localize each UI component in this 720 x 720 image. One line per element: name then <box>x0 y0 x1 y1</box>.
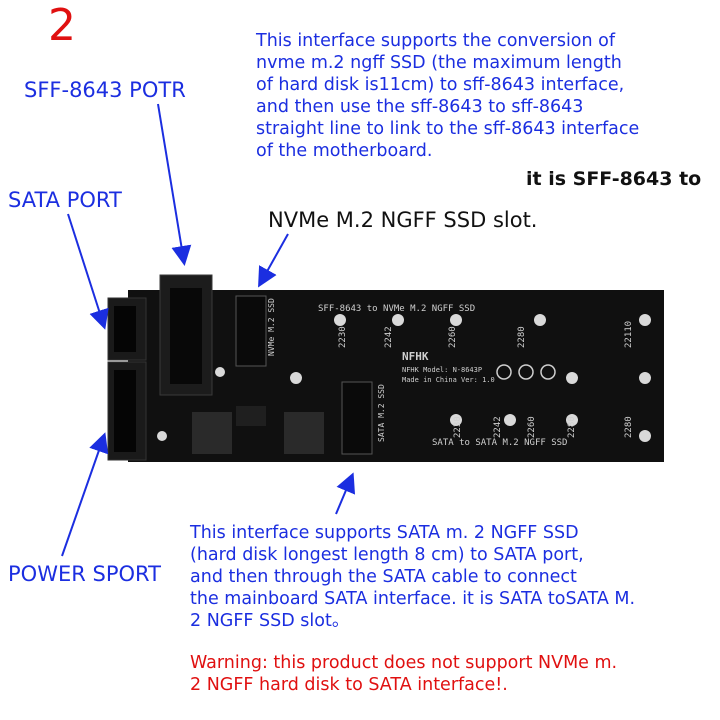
sata-slot-arrow <box>335 472 356 515</box>
description-line: (hard disk longest length 8 cm) to SATA … <box>190 545 584 565</box>
nvme-slot-arrow <box>258 233 289 288</box>
certification-marks <box>496 364 556 380</box>
mounting-holes <box>157 314 651 442</box>
size-mark-2280: 2280 <box>517 326 527 348</box>
size-mark-2260-bottom: 2260 <box>527 416 537 438</box>
sata-interface-description: This interface supports SATA m. 2 NGFF S… <box>190 522 720 632</box>
figure-number: 2 <box>48 0 76 51</box>
description-line: of hard disk is11cm) to sff-8643 interfa… <box>256 75 625 95</box>
nvme-slot-label: NVMe M.2 NGFF SSD slot. <box>268 208 538 232</box>
warning-line: Warning: this product does not support N… <box>190 653 618 673</box>
regulator-chip <box>284 412 324 454</box>
size-mark-2230-bottom: 2230 <box>453 416 463 438</box>
description-line: nvme m.2 ngff SSD (the maximum length <box>256 53 622 73</box>
description-line: 2 NGFF SSD slot。 <box>190 611 350 631</box>
description-line: This interface supports SATA m. 2 NGFF S… <box>190 523 579 543</box>
description-line: of the motherboard. <box>256 141 433 161</box>
regulator-chip <box>192 412 232 454</box>
nvme-slot-silkscreen: SFF-8643 to NVMe M.2 NGFF SSD <box>318 304 475 314</box>
power-port-label: POWER SPORT <box>8 562 161 586</box>
size-mark-2280-right: 2280 <box>624 416 634 438</box>
description-line: and then through the SATA cable to conne… <box>190 567 577 587</box>
model-silkscreen: NFHK Model: N-8643P <box>402 366 482 374</box>
sata-connector <box>107 297 147 361</box>
sff-to-label: it is SFF-8643 to <box>526 168 702 190</box>
warning-line: 2 NGFF hard disk to SATA interface!. <box>190 675 508 695</box>
description-line: straight line to link to the sff-8643 in… <box>256 119 640 139</box>
nvme-m2-slot <box>235 295 267 367</box>
sff-8643-connector <box>159 274 213 396</box>
size-mark-2280-bottom: 2280 <box>567 416 577 438</box>
size-mark-2230: 2230 <box>338 326 348 348</box>
nvme-side-silkscreen: NVMe M.2 SSD <box>267 298 276 356</box>
sff-port-arrow <box>157 103 192 266</box>
description-line: This interface supports the conversion o… <box>256 31 616 51</box>
size-mark-2242: 2242 <box>384 326 394 348</box>
made-in-silkscreen: Made in China Ver: 1.0 <box>402 376 495 384</box>
sata-port-label: SATA PORT <box>8 188 122 212</box>
size-mark-2260: 2260 <box>448 326 458 348</box>
power-connector <box>107 361 147 461</box>
size-mark-22110: 22110 <box>624 321 634 348</box>
sata-slot-silkscreen: SATA to SATA M.2 NGFF SSD <box>432 438 567 448</box>
size-mark-2242-bottom: 2242 <box>493 416 503 438</box>
sff-8643-port-label: SFF-8643 POTR <box>24 78 186 102</box>
sata-side-silkscreen: SATA M.2 SSD <box>377 384 386 442</box>
nvme-interface-description: This interface supports the conversion o… <box>256 30 718 162</box>
description-line: and then use the sff-8643 to sff-8643 <box>256 97 584 117</box>
brand-silkscreen: NFHK <box>402 350 429 363</box>
description-line: the mainboard SATA interface. it is SATA… <box>190 589 636 609</box>
component <box>236 406 266 426</box>
warning-text: Warning: this product does not support N… <box>190 652 720 696</box>
sata-m2-slot <box>341 381 373 455</box>
sata-port-arrow <box>67 213 109 330</box>
power-port-arrow <box>61 432 109 557</box>
